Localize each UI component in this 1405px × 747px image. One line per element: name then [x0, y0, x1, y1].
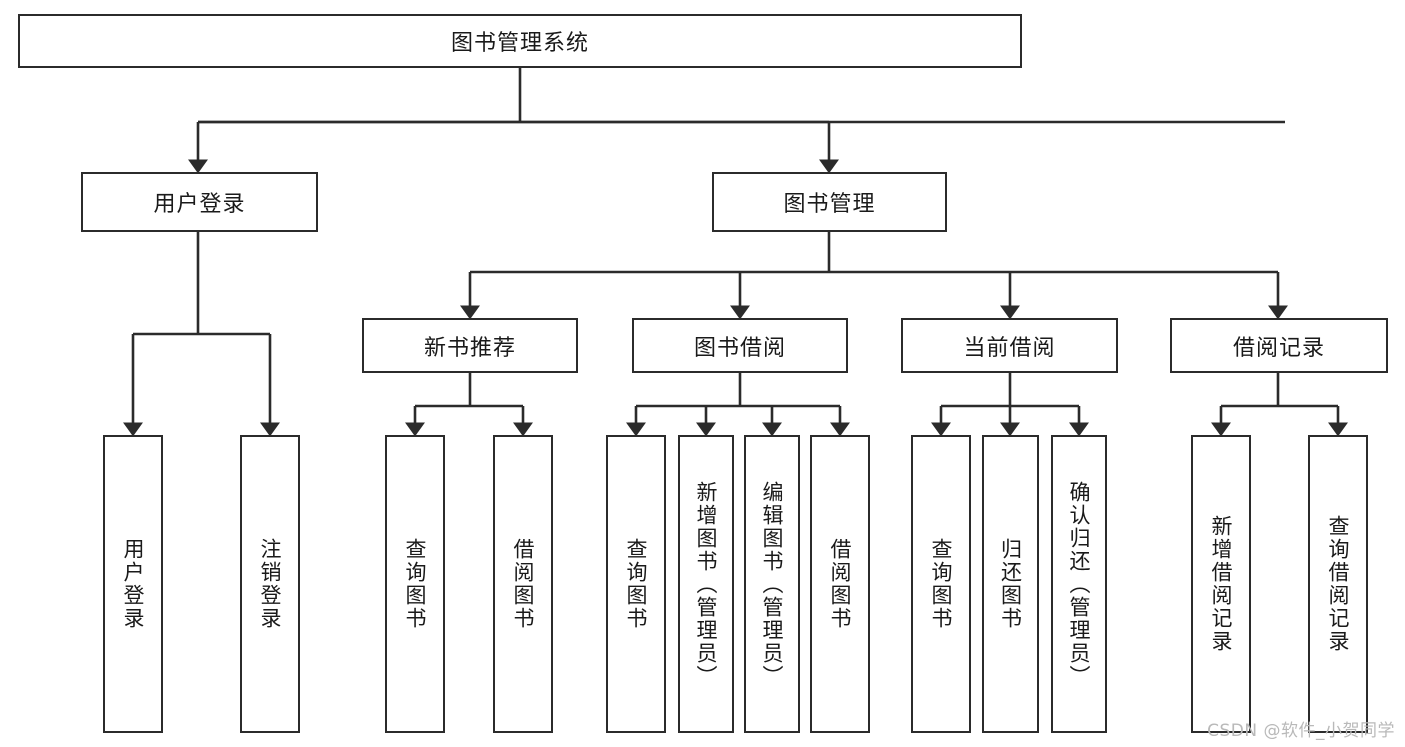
leaf-logout[interactable]: 注销登录 — [240, 435, 300, 733]
leaf-add-book-label: 新增图书（管理员） — [694, 480, 719, 688]
leaf-query-book-2-label: 查询图书 — [624, 538, 649, 630]
node-user-login-label: 用户登录 — [153, 192, 246, 217]
leaf-user-login-label: 用户登录 — [121, 538, 146, 630]
leaf-logout-label: 注销登录 — [258, 538, 283, 630]
leaf-borrow-book-2[interactable]: 借阅图书 — [810, 435, 870, 733]
node-book-borrow[interactable]: 图书借阅 — [632, 318, 848, 373]
node-book-manage[interactable]: 图书管理 — [712, 172, 947, 232]
node-current-borrow[interactable]: 当前借阅 — [901, 318, 1118, 373]
node-new-book-recommend[interactable]: 新书推荐 — [362, 318, 578, 373]
leaf-borrow-book-1[interactable]: 借阅图书 — [493, 435, 553, 733]
node-borrow-record[interactable]: 借阅记录 — [1170, 318, 1388, 373]
leaf-add-book[interactable]: 新增图书（管理员） — [678, 435, 734, 733]
node-root-label: 图书管理系统 — [450, 31, 589, 56]
node-root[interactable]: 图书管理系统 — [18, 14, 1022, 68]
leaf-query-book-1-label: 查询图书 — [403, 538, 428, 630]
leaf-query-book-1[interactable]: 查询图书 — [385, 435, 445, 733]
watermark: CSDN @软件_小贺同学 — [1207, 721, 1395, 741]
leaf-query-record-label: 查询借阅记录 — [1326, 515, 1351, 653]
node-current-borrow-label: 当前借阅 — [963, 335, 1056, 361]
leaf-add-record[interactable]: 新增借阅记录 — [1191, 435, 1251, 733]
leaf-edit-book-label: 编辑图书（管理员） — [760, 480, 785, 688]
leaf-query-book-2[interactable]: 查询图书 — [606, 435, 666, 733]
leaf-borrow-book-1-label: 借阅图书 — [511, 538, 536, 630]
leaf-borrow-book-2-label: 借阅图书 — [828, 538, 853, 630]
node-book-borrow-label: 图书借阅 — [693, 335, 786, 361]
leaf-query-book-3-label: 查询图书 — [929, 538, 954, 630]
leaf-user-login[interactable]: 用户登录 — [103, 435, 163, 733]
node-new-book-recommend-label: 新书推荐 — [423, 335, 516, 361]
node-borrow-record-label: 借阅记录 — [1232, 335, 1325, 361]
leaf-edit-book[interactable]: 编辑图书（管理员） — [744, 435, 800, 733]
leaf-confirm-return[interactable]: 确认归还（管理员） — [1051, 435, 1107, 733]
leaf-add-record-label: 新增借阅记录 — [1209, 515, 1234, 653]
leaf-query-record[interactable]: 查询借阅记录 — [1308, 435, 1368, 733]
leaf-return-book[interactable]: 归还图书 — [982, 435, 1039, 733]
node-book-manage-label: 图书管理 — [783, 192, 876, 217]
leaf-return-book-label: 归还图书 — [998, 538, 1023, 630]
leaf-confirm-return-label: 确认归还（管理员） — [1067, 480, 1092, 688]
node-user-login[interactable]: 用户登录 — [81, 172, 318, 232]
leaf-query-book-3[interactable]: 查询图书 — [911, 435, 971, 733]
